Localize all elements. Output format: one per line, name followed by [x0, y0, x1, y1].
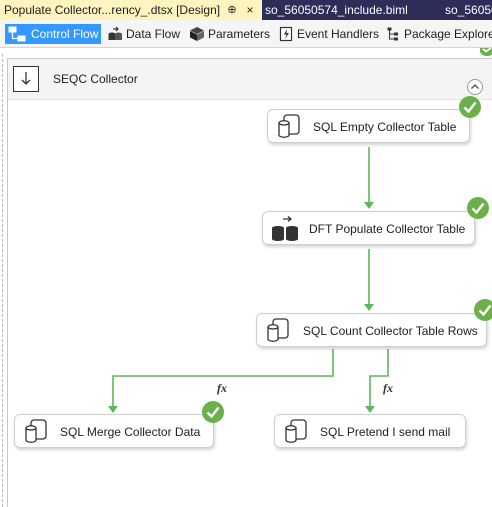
expression-marker: fx [217, 381, 227, 395]
package-explorer-icon [387, 27, 398, 41]
constraint-line [369, 349, 389, 408]
close-icon[interactable]: × [246, 3, 254, 17]
tab-parameters[interactable]: Parameters [186, 24, 270, 44]
tab-control-flow[interactable]: Control Flow [5, 24, 101, 44]
data-flow-task-icon [272, 216, 298, 241]
arrowhead [365, 406, 375, 413]
arrowhead [364, 304, 374, 311]
parameters-icon [190, 27, 204, 41]
sql-task-icon [285, 419, 307, 443]
success-check-icon [480, 48, 492, 57]
data-flow-icon [108, 26, 122, 40]
task-label: SQL Pretend I send mail [320, 425, 451, 439]
document-tab-strip: Populate Collector...rency_.dtsx [Design… [0, 0, 492, 20]
tab-event-handlers[interactable]: Event Handlers [275, 24, 380, 44]
arrowhead [364, 202, 374, 209]
sequence-container-icon [13, 66, 39, 92]
task-sql-empty-collector-table[interactable]: SQL Empty Collector Table [267, 109, 470, 143]
chevron-up-icon [471, 84, 479, 89]
arrowhead [108, 406, 118, 413]
success-check-icon [459, 96, 481, 118]
sequence-container-header[interactable] [8, 59, 492, 100]
sql-task-icon [267, 318, 289, 342]
canvas-frame-edge [2, 54, 8, 507]
task-sql-count-collector-table-rows[interactable]: SQL Count Collector Table Rows [256, 313, 487, 347]
document-tab-label: Populate Collector...rency_.dtsx [Design… [4, 3, 221, 17]
constraint-line [112, 349, 334, 408]
success-check-icon [467, 197, 489, 219]
task-label: SQL Count Collector Table Rows [303, 324, 478, 338]
tab-data-flow[interactable]: Data Flow [104, 24, 180, 44]
document-tab-overflow[interactable]: so_56050 [445, 0, 492, 20]
task-label: SQL Merge Collector Data [60, 425, 201, 439]
document-tab-design[interactable]: Populate Collector...rency_.dtsx [Design… [0, 0, 262, 20]
task-sql-merge-collector-data[interactable]: SQL Merge Collector Data [14, 414, 214, 448]
task-sql-pretend-send-mail[interactable]: SQL Pretend I send mail [274, 414, 466, 448]
collapse-button[interactable] [467, 79, 483, 95]
tab-label: Package Explorer [404, 27, 492, 41]
pin-icon[interactable]: ⊕ [227, 4, 237, 16]
document-tab-biml[interactable]: so_56050574_include.biml [262, 0, 422, 20]
event-handlers-icon [279, 26, 293, 42]
tab-label: Event Handlers [297, 27, 380, 41]
sql-task-icon [278, 114, 300, 138]
success-check-icon [202, 401, 224, 423]
tab-label: Data Flow [126, 27, 181, 41]
tab-package-explorer[interactable]: Package Explorer [383, 24, 492, 44]
document-tab-label: so_56050574_include.biml [265, 3, 408, 17]
sql-task-icon [25, 419, 47, 443]
task-label: SQL Empty Collector Table [313, 120, 457, 134]
document-tab-label: so_56050 [445, 3, 492, 17]
designer-toolbar: Control Flow Data Flow Parameters Event … [0, 20, 492, 48]
tab-label: Control Flow [31, 27, 99, 41]
expression-marker: fx [383, 381, 393, 395]
tab-label: Parameters [208, 27, 271, 41]
sequence-container-title: SEQC Collector [53, 72, 138, 86]
control-flow-icon [8, 26, 26, 42]
success-check-icon [474, 299, 492, 321]
task-dft-populate-collector-table[interactable]: DFT Populate Collector Table [262, 211, 475, 245]
task-label: DFT Populate Collector Table [309, 222, 466, 236]
